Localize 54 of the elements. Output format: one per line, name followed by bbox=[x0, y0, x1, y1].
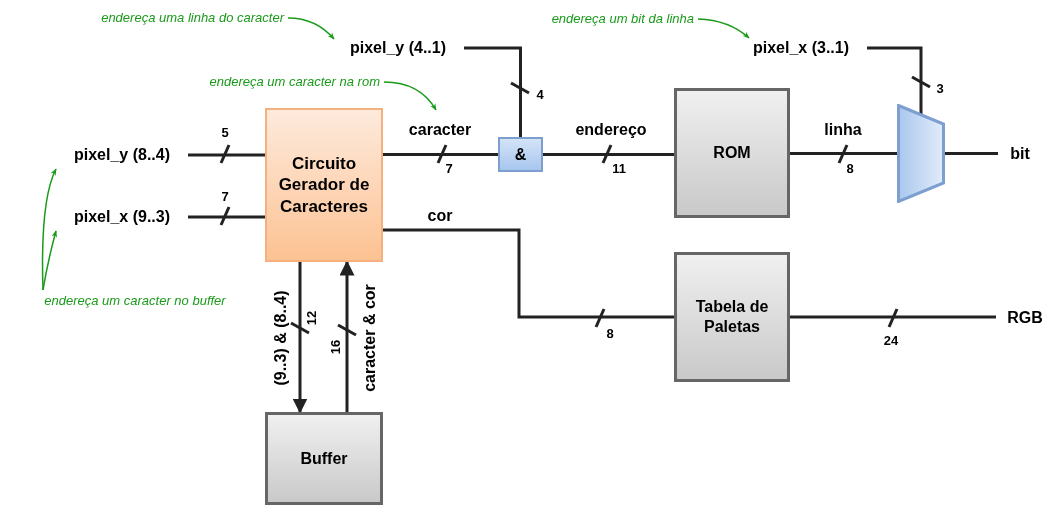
edge-label: (9..3) & (8..4) bbox=[273, 288, 289, 388]
edge-label: linha bbox=[822, 122, 864, 138]
block-label: ROM bbox=[713, 143, 751, 163]
block-label: & bbox=[514, 144, 527, 165]
bus-width-label: 4 bbox=[536, 87, 544, 101]
annotation-arrow bbox=[697, 18, 750, 39]
annotation-arrow bbox=[42, 230, 58, 291]
bus-width-label: 8 bbox=[606, 326, 614, 340]
annotation-text: endereça um caracter na rom bbox=[164, 73, 380, 91]
signal-wire bbox=[867, 46, 923, 114]
annotation-text: endereça uma linha do caracter bbox=[52, 9, 284, 27]
signal-label: bit bbox=[1004, 143, 1036, 165]
bus-width-label: 7 bbox=[445, 161, 453, 175]
annotation-arrow bbox=[383, 81, 437, 111]
edge-label: caracter & cor bbox=[362, 282, 378, 394]
signal-wire bbox=[945, 152, 998, 155]
bus-width-label: 16 bbox=[328, 339, 342, 355]
bus-width-label: 7 bbox=[221, 189, 229, 203]
signal-wire bbox=[188, 215, 265, 219]
signal-label: RGB bbox=[1002, 307, 1048, 329]
annotation-arrow bbox=[287, 17, 335, 40]
block-label: Tabela de Paletas bbox=[694, 297, 770, 337]
signal-label: pixel_y (8..4) bbox=[60, 144, 184, 166]
block-label: Buffer bbox=[300, 448, 348, 469]
signal-wire bbox=[543, 153, 674, 156]
multiplexer-shape bbox=[897, 104, 945, 203]
process-box bbox=[674, 252, 790, 382]
bus-width-label: 5 bbox=[221, 125, 229, 139]
signal-wire bbox=[383, 228, 674, 319]
signal-wire bbox=[790, 152, 897, 155]
signal-label: pixel_y (4..1) bbox=[336, 37, 460, 59]
signal-arrow bbox=[292, 262, 308, 414]
circuit-block bbox=[265, 108, 383, 262]
signal-label: pixel_x (9..3) bbox=[60, 206, 184, 228]
signal-wire bbox=[188, 153, 265, 157]
bus-width-label: 3 bbox=[936, 81, 944, 95]
and-gate-box bbox=[498, 137, 543, 172]
signal-arrow bbox=[339, 260, 355, 412]
bus-width-label: 24 bbox=[883, 333, 899, 347]
signal-label: pixel_x (3..1) bbox=[739, 37, 863, 59]
signal-wire bbox=[383, 153, 498, 156]
annotation-text: endereça um caracter no buffer bbox=[6, 292, 264, 310]
annotation-arrow bbox=[41, 168, 57, 291]
process-box bbox=[265, 412, 383, 505]
edge-label: caracter bbox=[406, 122, 474, 138]
bus-width-label: 12 bbox=[304, 310, 318, 326]
edge-label: endereço bbox=[573, 122, 649, 138]
bus-width-label: 11 bbox=[612, 161, 626, 175]
bus-width-label: 8 bbox=[846, 161, 854, 175]
process-box bbox=[674, 88, 790, 218]
signal-wire bbox=[464, 46, 522, 137]
signal-wire bbox=[790, 315, 996, 319]
annotation-text: endereça um bit da linha bbox=[470, 10, 694, 28]
block-label: Circuito Gerador de Caracteres bbox=[277, 153, 371, 217]
